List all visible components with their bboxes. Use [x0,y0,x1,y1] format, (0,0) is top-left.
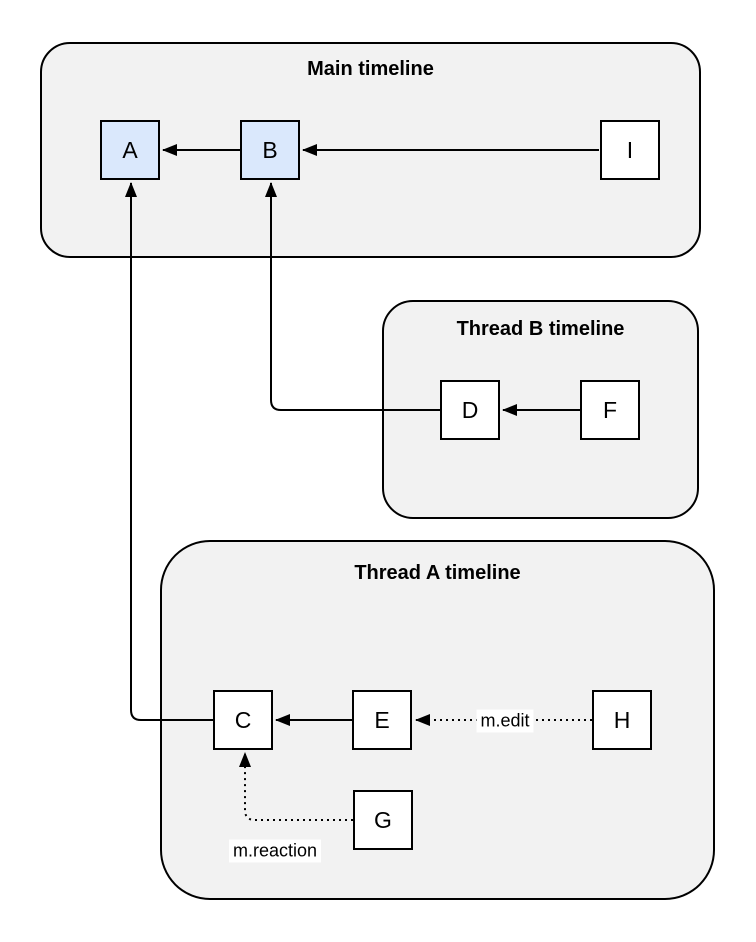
node-f: F [580,380,640,440]
edge-label-m-reaction: m.reaction [228,839,322,863]
edge-g-to-c-m-reaction [239,752,353,821]
edge-c-to-a [125,182,213,721]
node-i-label: I [626,136,634,163]
container-title-thread-b: Thread B timeline [456,318,625,340]
node-d-label: D [461,396,479,423]
node-h: H [592,690,652,750]
container-title-thread-a: Thread A timeline [354,562,521,584]
container-title-main: Main timeline [307,58,434,80]
node-b-label: B [262,136,278,163]
node-d: D [440,380,500,440]
node-g-label: G [374,806,392,833]
edge-label-m-edit: m.edit [476,709,534,733]
node-c: C [213,690,273,750]
node-i: I [600,120,660,180]
edge-d-to-b [265,182,440,411]
node-e: E [352,690,412,750]
node-a: A [100,120,160,180]
node-a-label: A [122,136,138,163]
node-e-label: E [374,706,390,733]
node-c-label: C [234,706,252,733]
node-h-label: H [613,706,631,733]
node-f-label: F [602,396,618,423]
node-b: B [240,120,300,180]
node-g: G [353,790,413,850]
